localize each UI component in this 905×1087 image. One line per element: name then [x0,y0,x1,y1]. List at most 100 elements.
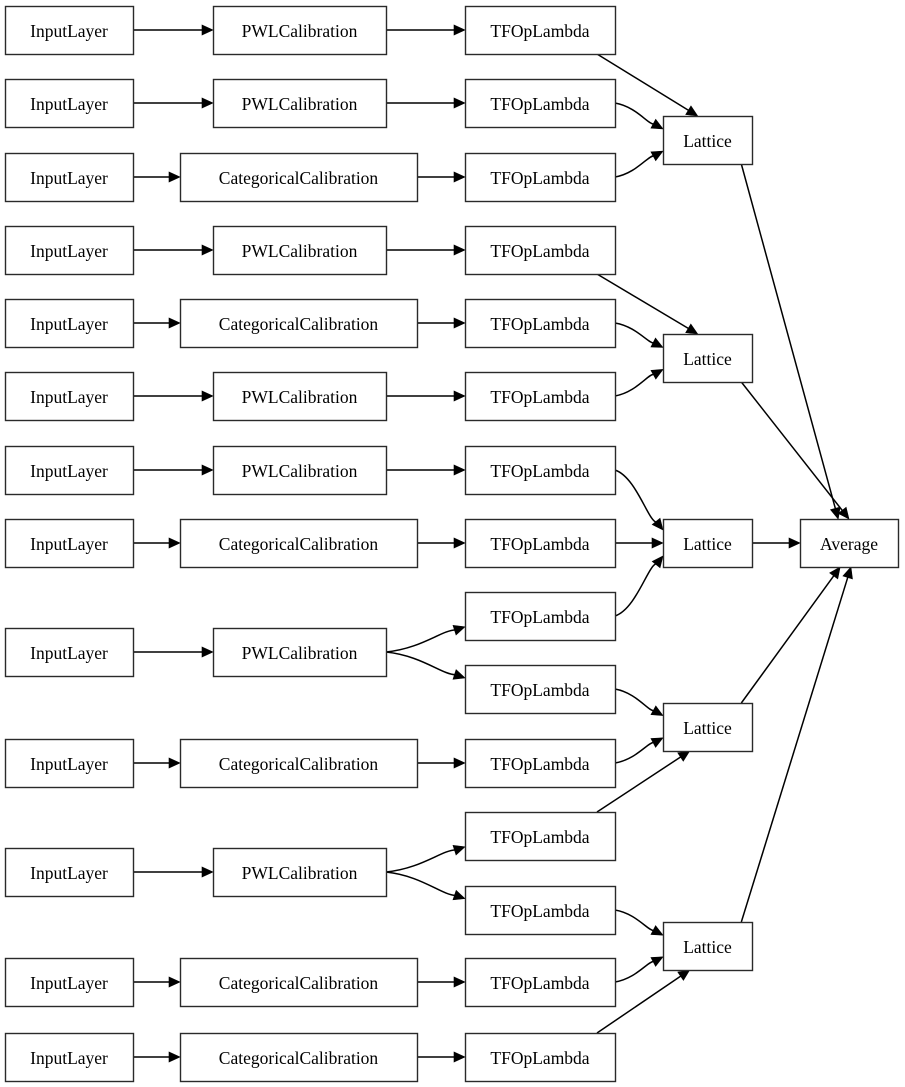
node-box [464,738,617,789]
arrowhead-icon [650,118,664,130]
node-pwlcalibration-cal4[interactable]: PWLCalibration [212,225,388,276]
arrowhead-icon [829,566,841,580]
arrowhead-icon [452,889,466,901]
node-pwlcalibration-cal6[interactable]: PWLCalibration [212,371,388,422]
node-box [4,957,135,1008]
node-categorical-calibration-cal10[interactable]: CategoricalCalibration [179,738,419,789]
node-pwlcalibration-cal7[interactable]: PWLCalibration [212,445,388,496]
edge-lat2-to-avg [740,381,850,520]
edge-line [614,322,655,344]
node-tfop-lambda-op6[interactable]: TFOpLambda [464,371,617,422]
node-input-layer-in9[interactable]: InputLayer [4,627,135,678]
arrowhead-icon [788,537,801,549]
node-input-layer-in5[interactable]: InputLayer [4,298,135,349]
node-label: InputLayer [30,461,108,481]
arrowhead-icon [453,97,466,109]
node-pwlcalibration-cal9[interactable]: PWLCalibration [212,627,388,678]
node-tfop-lambda-op4[interactable]: TFOpLambda [464,225,617,276]
node-pwlcalibration-cal1[interactable]: PWLCalibration [212,5,388,56]
node-tfop-lambda-op13[interactable]: TFOpLambda [464,885,617,936]
node-tfop-lambda-op3[interactable]: TFOpLambda [464,152,617,203]
node-label: PWLCalibration [242,241,358,261]
node-box [4,445,135,496]
node-tfop-lambda-op1[interactable]: TFOpLambda [464,5,617,56]
node-box [464,664,617,715]
arrowhead-icon [677,969,691,981]
node-average-avg[interactable]: Average [799,518,900,569]
edge-op6-to-lat2 [614,369,664,397]
arrowhead-icon [842,566,853,580]
arrowhead-icon [453,24,466,36]
node-tfop-lambda-op12[interactable]: TFOpLambda [464,811,617,862]
node-label: TFOpLambda [490,168,589,188]
node-categorical-calibration-cal5[interactable]: CategoricalCalibration [179,298,419,349]
node-box [4,518,135,569]
node-input-layer-in3[interactable]: InputLayer [4,152,135,203]
node-box [212,5,388,56]
node-tfop-lambda-op8[interactable]: TFOpLambda [464,518,617,569]
node-input-layer-in11[interactable]: InputLayer [4,847,135,898]
node-tfop-lambda-op5[interactable]: TFOpLambda [464,298,617,349]
node-lattice-lat5[interactable]: Lattice [662,921,754,972]
node-tfop-lambda-op11[interactable]: TFOpLambda [464,738,617,789]
edge-line [596,273,690,330]
node-tfop-lambda-op15[interactable]: TFOpLambda [464,1032,617,1083]
node-label: TFOpLambda [490,901,589,921]
arrowhead-icon [201,646,214,658]
edge-op2-to-lat1 [614,102,664,130]
node-lattice-lat4[interactable]: Lattice [662,702,754,753]
node-input-layer-in6[interactable]: InputLayer [4,371,135,422]
node-categorical-calibration-cal12[interactable]: CategoricalCalibration [179,957,419,1008]
arrowhead-icon [650,925,664,936]
arrowhead-icon [453,244,466,256]
edge-line [740,576,849,923]
node-pwlcalibration-cal11[interactable]: PWLCalibration [212,847,388,898]
node-input-layer-in1[interactable]: InputLayer [4,5,135,56]
node-box [179,957,419,1008]
edge-line [596,53,690,112]
node-lattice-lat1[interactable]: Lattice [662,115,754,166]
node-input-layer-in13[interactable]: InputLayer [4,1032,135,1083]
node-box [4,371,135,422]
node-input-layer-in4[interactable]: InputLayer [4,225,135,276]
edge-line [740,381,844,512]
node-tfop-lambda-op2[interactable]: TFOpLambda [464,78,617,129]
node-label: PWLCalibration [242,461,358,481]
node-box [464,371,617,422]
node-input-layer-in10[interactable]: InputLayer [4,738,135,789]
edge-cal4-to-op4 [386,244,466,256]
node-box [179,1032,419,1083]
node-categorical-calibration-cal8[interactable]: CategoricalCalibration [179,518,419,569]
node-box [179,738,419,789]
arrowhead-icon [650,337,664,348]
node-lattice-lat2[interactable]: Lattice [662,333,754,384]
node-input-layer-in8[interactable]: InputLayer [4,518,135,569]
node-categorical-calibration-cal3[interactable]: CategoricalCalibration [179,152,419,203]
node-lattice-lat3[interactable]: Lattice [662,518,754,569]
node-tfop-lambda-op10[interactable]: TFOpLambda [464,664,617,715]
edge-in1-to-cal1 [133,24,214,36]
node-pwlcalibration-cal2[interactable]: PWLCalibration [212,78,388,129]
edge-line [385,849,456,873]
node-label: Lattice [683,349,732,369]
node-label: TFOpLambda [490,461,589,481]
node-input-layer-in12[interactable]: InputLayer [4,957,135,1008]
node-tfop-lambda-op7[interactable]: TFOpLambda [464,445,617,496]
node-label: Lattice [683,937,732,957]
node-tfop-lambda-op14[interactable]: TFOpLambda [464,957,617,1008]
node-label: TFOpLambda [490,387,589,407]
node-input-layer-in7[interactable]: InputLayer [4,445,135,496]
node-box [212,847,388,898]
node-box [179,298,419,349]
node-input-layer-in2[interactable]: InputLayer [4,78,135,129]
node-box [4,627,135,678]
node-box [212,445,388,496]
node-box [212,225,388,276]
node-box [464,5,617,56]
node-categorical-calibration-cal13[interactable]: CategoricalCalibration [179,1032,419,1083]
edge-lat3-to-avg [752,537,801,549]
node-box [212,78,388,129]
node-tfop-lambda-op9[interactable]: TFOpLambda [464,591,617,642]
arrowhead-icon [453,464,466,476]
